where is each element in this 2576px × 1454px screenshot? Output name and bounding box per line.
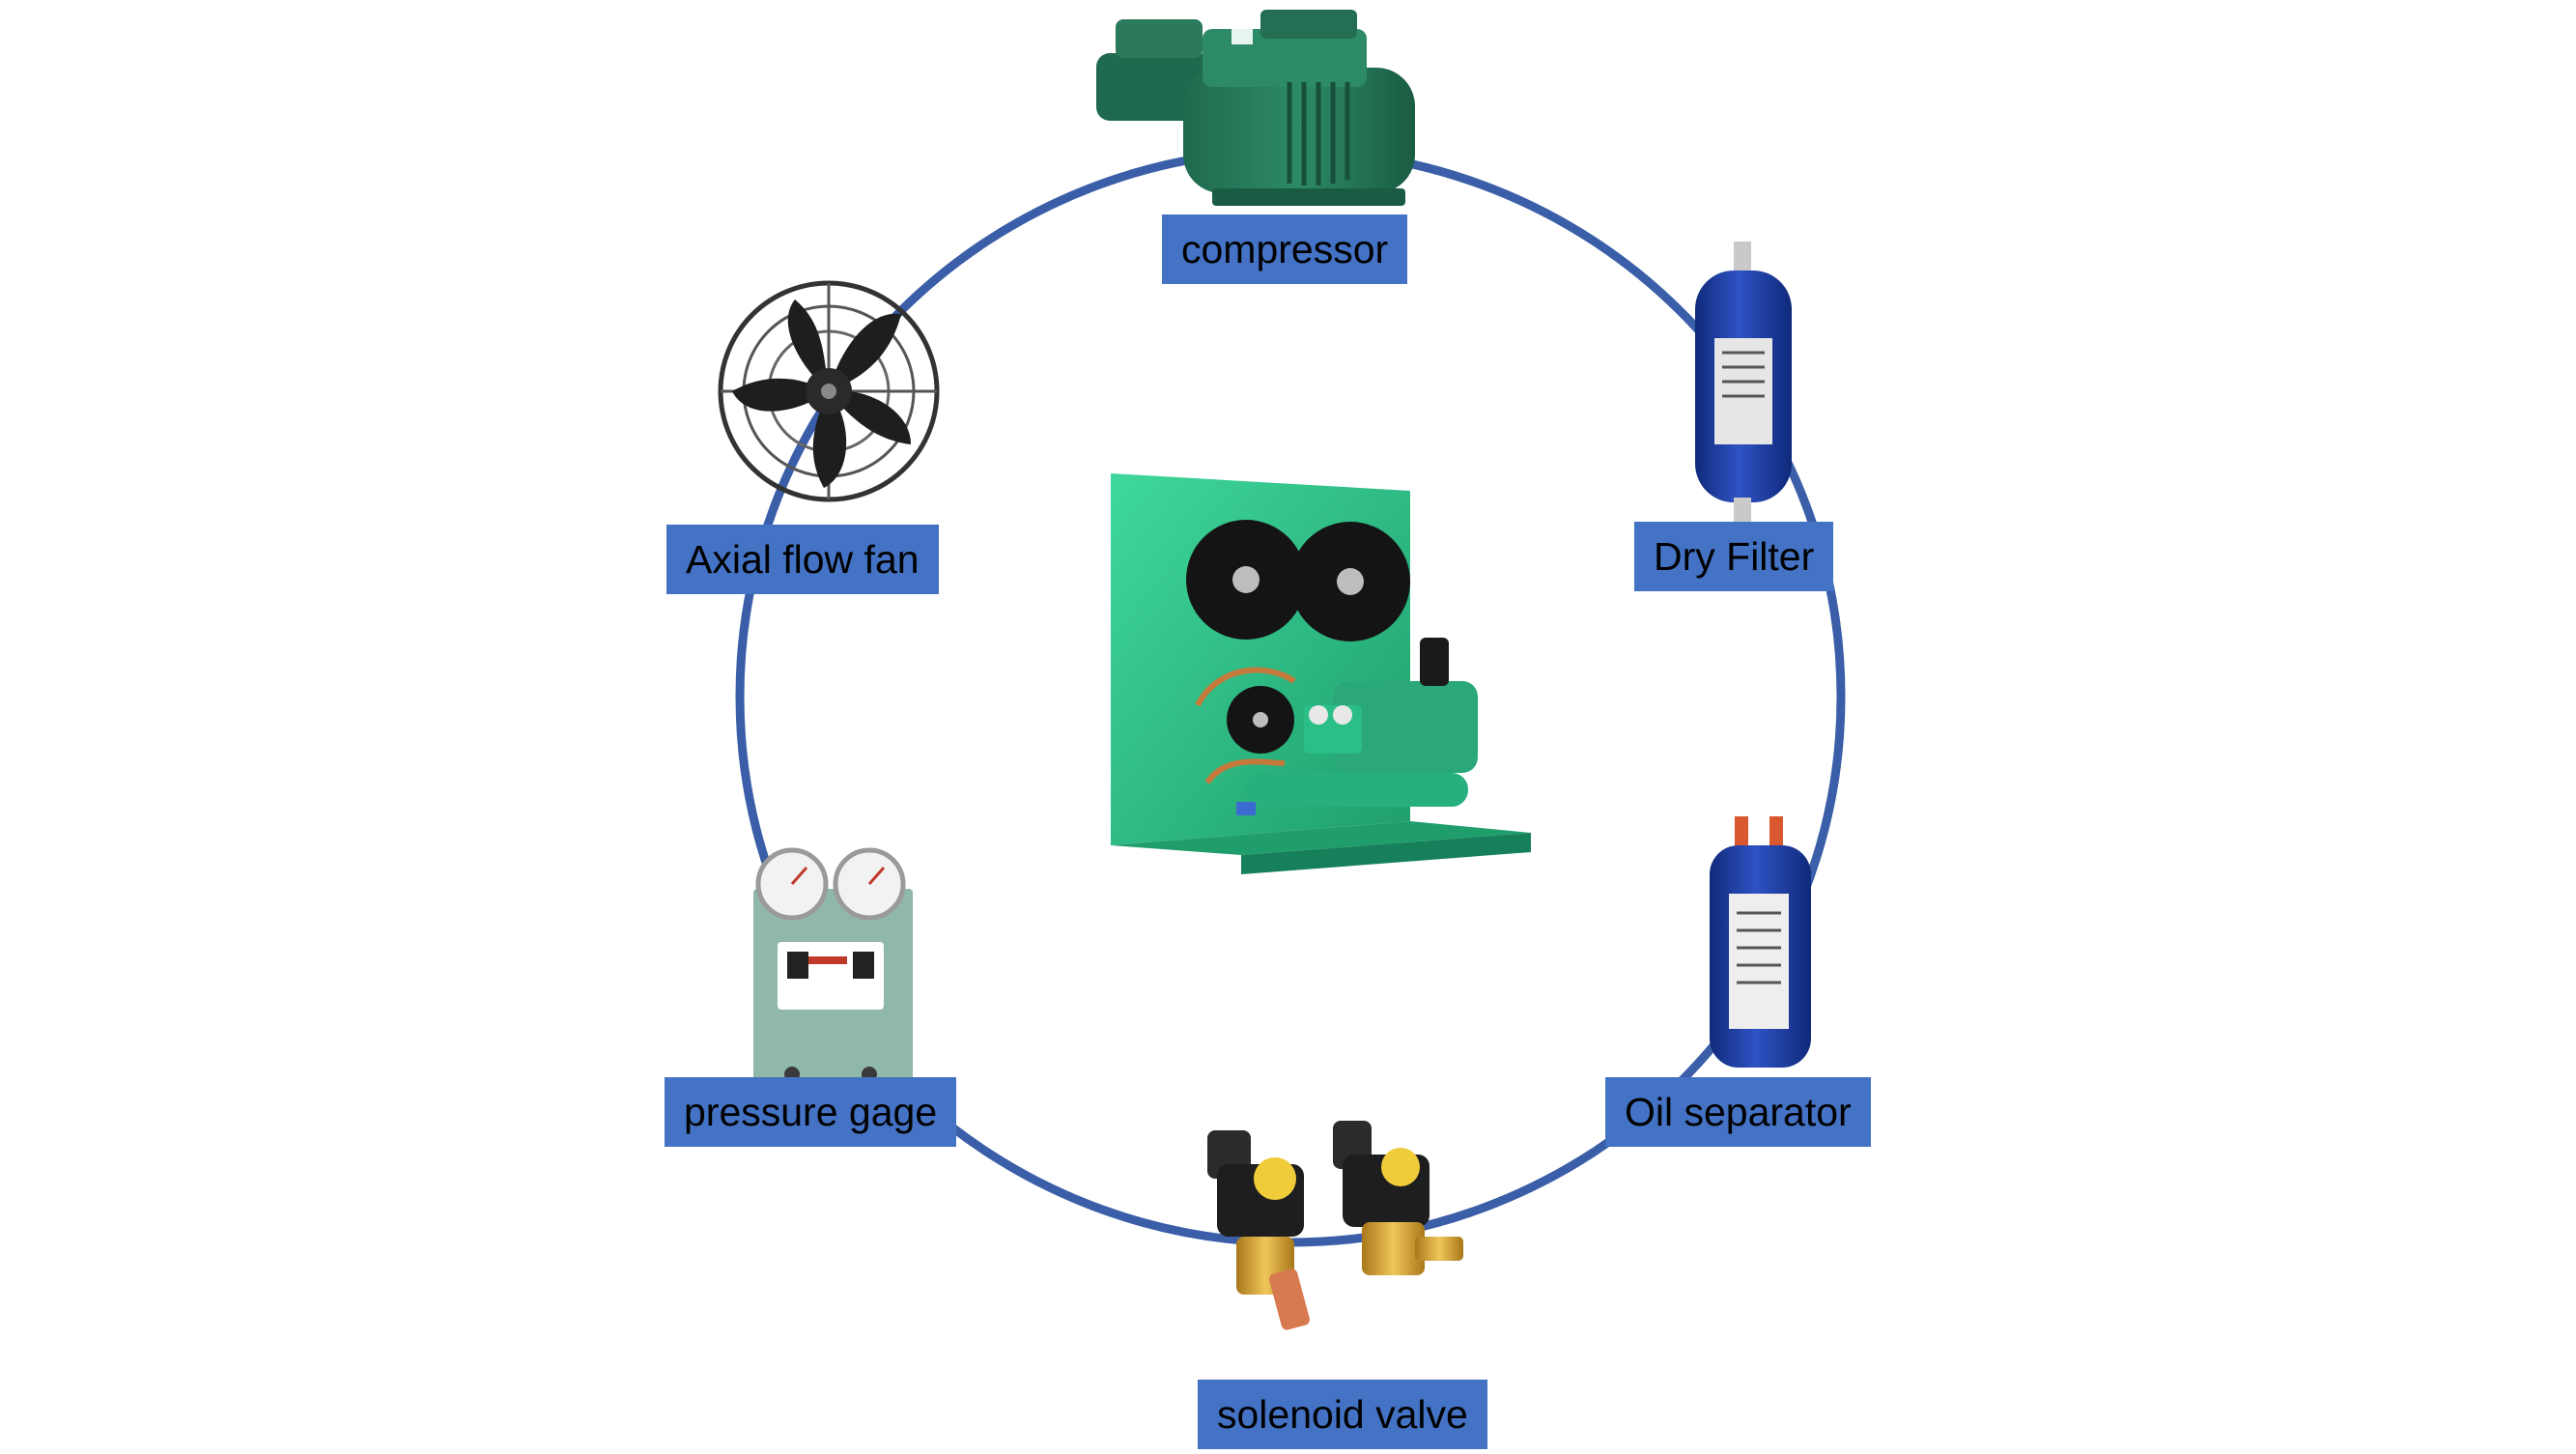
dry-filter-icon [1695,242,1792,541]
compressor-icon [1096,10,1415,206]
label-dry-filter: Dry Filter [1634,522,1834,591]
label-compressor: compressor [1162,214,1408,284]
label-oil-separator: Oil separator [1605,1077,1871,1147]
solenoid-valve-icon [1207,1121,1463,1330]
condensing-unit-icon [1111,473,1531,874]
axial-fan-icon [718,280,940,502]
label-pressure-gage: pressure gage [665,1077,957,1147]
oil-separator-icon [1710,816,1811,1068]
label-solenoid-valve: solenoid valve [1198,1380,1487,1449]
label-axial-flow-fan: Axial flow fan [666,525,939,594]
pressure-gauge-icon [753,847,913,1101]
